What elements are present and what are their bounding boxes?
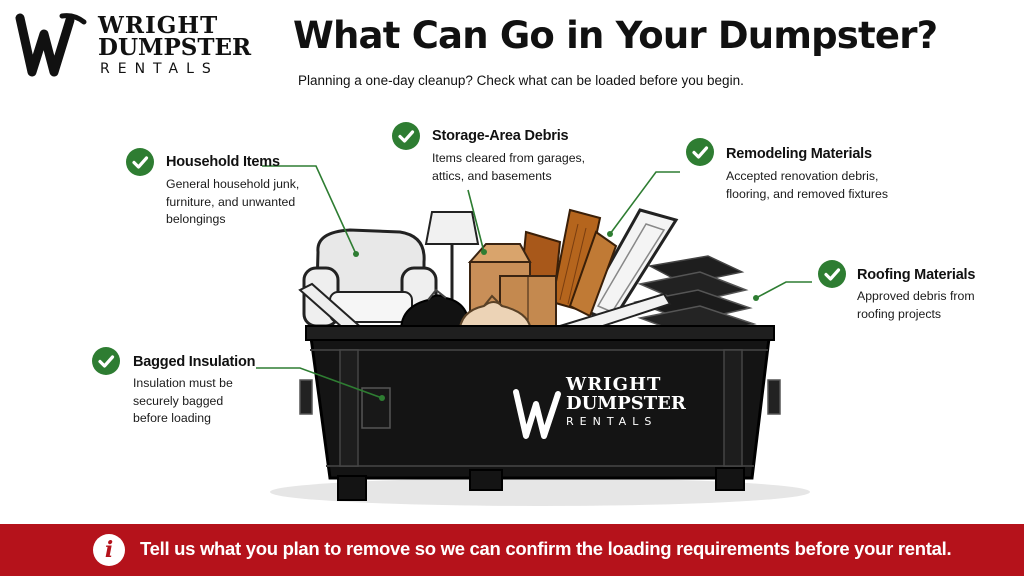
callout-title: Roofing Materials xyxy=(857,267,976,283)
dumpster-brand-line-3: RENTALS xyxy=(566,415,658,428)
leader-dot xyxy=(607,231,613,237)
leader-end-dots xyxy=(353,231,759,401)
info-glyph: i xyxy=(104,537,114,563)
dumpster-w-mark-icon xyxy=(513,389,561,439)
callout-description: Insulation must be securely bagged befor… xyxy=(133,375,233,428)
info-icon: i xyxy=(93,534,125,566)
banner-text: Tell us what you plan to remove so we ca… xyxy=(140,538,952,559)
brand-line-1: WRIGHT xyxy=(98,12,219,39)
callout-line: before loading xyxy=(133,411,211,425)
leader-dot xyxy=(353,251,359,257)
callout-description: Items cleared from garages, attics, and … xyxy=(432,150,585,185)
page-subtitle: Planning a one-day cleanup? Check what c… xyxy=(298,73,744,88)
w-monogram-icon xyxy=(15,13,87,77)
callout-line: Items cleared from garages, xyxy=(432,151,586,165)
dumpster-brand-line-2: DUMPSTER xyxy=(566,393,686,414)
callout-line: belongings xyxy=(166,212,226,226)
callout-description: General household junk, furniture, and u… xyxy=(166,176,299,229)
dumpster-wordmark: WRIGHT DUMPSTER RENTALS xyxy=(566,374,686,428)
check-circle-icon xyxy=(686,138,714,166)
callout-title: Household Items xyxy=(166,154,280,170)
callout-line: roofing projects xyxy=(857,306,942,321)
ground-shadow xyxy=(270,478,810,506)
leader-household xyxy=(262,165,357,255)
callout-line: Accepted renovation debris, xyxy=(726,169,879,183)
leader-dot xyxy=(753,295,759,301)
callout-description: Accepted renovation debris, flooring, an… xyxy=(726,168,888,203)
check-circle-icon xyxy=(818,260,846,288)
callout-title: Remodeling Materials xyxy=(726,146,872,162)
leader-storage xyxy=(467,189,485,253)
callout-title: Bagged Insulation xyxy=(133,354,256,370)
brand-line-3: RENTALS xyxy=(100,61,219,77)
callout-line: attics, and basements xyxy=(432,168,552,183)
brand-logo: WRIGHT DUMPSTER RENTALS xyxy=(14,10,264,80)
check-circle-icon xyxy=(92,347,120,375)
brand-wordmark: WRIGHT DUMPSTER RENTALS xyxy=(98,14,251,76)
leader-insulation xyxy=(256,367,383,399)
callout-line: Approved debris from xyxy=(857,289,975,303)
leader-dot xyxy=(481,249,487,255)
callout-line: securely bagged xyxy=(133,393,224,408)
lamp-icon xyxy=(424,211,480,300)
callout-line: Insulation must be xyxy=(133,376,233,390)
callout-line: General household junk, xyxy=(166,177,300,191)
check-circle-icon xyxy=(126,148,154,176)
dumpster-container xyxy=(299,325,781,501)
brand-line-2: DUMPSTER xyxy=(98,34,252,61)
callout-leader-lines xyxy=(256,165,812,399)
check-circle-icon xyxy=(392,122,420,150)
callout-title: Storage-Area Debris xyxy=(432,128,569,144)
dumpster-brand-line-1: WRIGHT xyxy=(566,374,662,395)
leader-roofing xyxy=(755,281,812,299)
callout-line: furniture, and unwanted xyxy=(166,194,296,209)
page-title: What Can Go in Your Dumpster? xyxy=(293,14,938,57)
callout-description: Approved debris from roofing projects xyxy=(857,288,975,323)
leader-remodeling xyxy=(609,171,680,235)
leader-dot xyxy=(379,395,385,401)
callout-line: flooring, and removed fixtures xyxy=(726,186,888,201)
info-banner: i Tell us what you plan to remove so we … xyxy=(0,524,1024,576)
